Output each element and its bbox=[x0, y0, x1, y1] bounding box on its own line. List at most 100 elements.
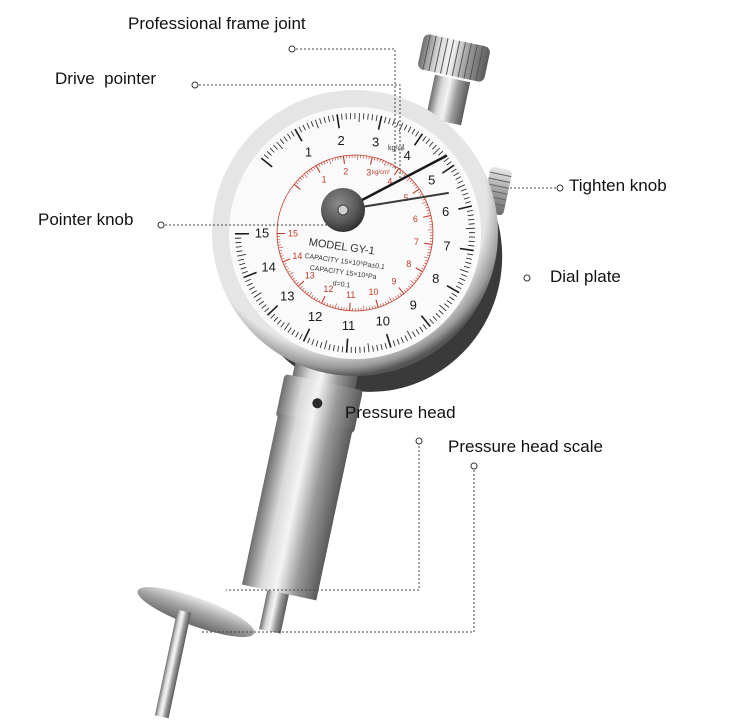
dial-red-tick bbox=[399, 292, 402, 296]
dial-tick bbox=[270, 313, 276, 319]
dial-red-tick bbox=[403, 173, 407, 177]
dial-tick bbox=[258, 300, 264, 306]
dial-red-number: 14 bbox=[292, 251, 302, 261]
dial-red-tick bbox=[329, 303, 331, 307]
dial-unit-black: kg/㎠ bbox=[388, 144, 404, 152]
dial-red-tick bbox=[385, 301, 387, 305]
dial-tick bbox=[385, 333, 392, 348]
dial-red-number: 13 bbox=[305, 270, 315, 280]
dial-tick bbox=[235, 246, 242, 248]
dial-red-tick bbox=[279, 252, 283, 254]
dial-red-tick bbox=[424, 204, 428, 206]
dial-red-number: 1 bbox=[321, 174, 326, 184]
dial-tick bbox=[337, 345, 339, 352]
dial-red-tick bbox=[318, 163, 321, 167]
dial-unit-red: kg/cm² bbox=[372, 170, 390, 176]
dial-tick bbox=[371, 114, 374, 121]
dial-red-tick bbox=[387, 162, 390, 166]
pressure-head-marker bbox=[415, 437, 423, 445]
dial-tick bbox=[400, 337, 404, 343]
dial-tick bbox=[465, 261, 472, 265]
dial-red-tick bbox=[315, 165, 321, 173]
dial-red-tick bbox=[394, 166, 397, 170]
dial-red-tick bbox=[368, 156, 370, 160]
dial-red-tick bbox=[411, 181, 415, 185]
dial-red-tick bbox=[284, 265, 288, 268]
dial-number: 13 bbox=[280, 289, 294, 304]
dial-tick bbox=[415, 329, 420, 335]
dial-tick bbox=[295, 331, 299, 338]
dial-tick bbox=[241, 270, 248, 274]
pointer-knob-marker bbox=[157, 221, 165, 229]
dial-red-tick bbox=[426, 209, 430, 212]
dial-tick bbox=[249, 286, 255, 291]
dial-tick bbox=[239, 262, 246, 266]
dial-red-tick bbox=[302, 288, 305, 291]
dial-tick bbox=[438, 150, 444, 156]
dial-red-tick bbox=[349, 302, 351, 311]
dial-red-tick bbox=[410, 280, 415, 284]
dial-red-tick bbox=[424, 242, 433, 245]
label-frame-joint: Professional frame joint bbox=[128, 14, 306, 33]
dial-tick bbox=[310, 121, 314, 128]
dial-number: 6 bbox=[442, 204, 449, 219]
dial-number: 10 bbox=[376, 314, 390, 329]
dial-tick bbox=[276, 319, 282, 325]
dial-red-tick bbox=[323, 161, 326, 165]
dial-red-tick bbox=[409, 283, 413, 287]
dial-tick bbox=[376, 344, 379, 351]
dial-red-tick bbox=[409, 179, 413, 183]
dial-red-tick bbox=[422, 198, 426, 201]
dial-red-tick bbox=[326, 160, 328, 164]
dial-tick bbox=[463, 196, 470, 200]
dial-tick bbox=[238, 258, 245, 261]
dial-red-number: 9 bbox=[391, 276, 396, 286]
dial-red-tick bbox=[297, 179, 301, 183]
dial-tick bbox=[412, 331, 416, 337]
dial-tick bbox=[462, 192, 469, 196]
dial-tick bbox=[439, 304, 447, 312]
dial-red-tick bbox=[427, 212, 431, 214]
dial-tick bbox=[299, 333, 303, 340]
dial-red-tick bbox=[398, 287, 405, 295]
dial-tick bbox=[319, 118, 322, 125]
dial-tick bbox=[280, 322, 285, 328]
dial-tick bbox=[253, 292, 262, 298]
dial-tick bbox=[422, 136, 427, 142]
dial-tick bbox=[261, 304, 267, 309]
dial-red-tick bbox=[328, 159, 332, 165]
dial-red-tick bbox=[369, 156, 373, 165]
dial-tick bbox=[287, 133, 292, 140]
dial-tick bbox=[367, 113, 369, 120]
dial-red-tick bbox=[422, 265, 426, 267]
dial-tick bbox=[260, 157, 273, 168]
dial-red-tick bbox=[418, 272, 422, 275]
dial-red-tick bbox=[394, 296, 398, 300]
dial-red-number: 3 bbox=[366, 168, 371, 178]
dial-red-tick bbox=[363, 305, 365, 311]
dial-tick bbox=[404, 335, 408, 342]
dial-tick bbox=[459, 247, 474, 252]
dial-number: 14 bbox=[261, 260, 275, 275]
dial-red-tick bbox=[337, 306, 339, 310]
dial-red-tick bbox=[421, 267, 425, 270]
dial-tick bbox=[377, 115, 383, 130]
dial-tick bbox=[432, 315, 438, 321]
dial-red-tick bbox=[425, 206, 429, 209]
dial-red-tick bbox=[408, 285, 411, 289]
dial-tick bbox=[279, 138, 285, 145]
dial-number: 15 bbox=[255, 226, 269, 241]
dial-red-tick bbox=[392, 297, 395, 301]
frame-joint bbox=[418, 34, 490, 126]
pressure-head-scale bbox=[137, 587, 255, 719]
dial-tick bbox=[269, 147, 275, 153]
dial-tick bbox=[315, 340, 319, 347]
dial-tick bbox=[298, 126, 303, 133]
dial-red-number: 2 bbox=[343, 167, 348, 177]
dial-red-number: 12 bbox=[323, 284, 333, 294]
dial-tick bbox=[428, 141, 434, 147]
dial-tick bbox=[311, 339, 315, 346]
dial-tick bbox=[283, 322, 290, 331]
dial-red-tick bbox=[403, 289, 407, 293]
frame-joint-marker bbox=[288, 45, 296, 53]
